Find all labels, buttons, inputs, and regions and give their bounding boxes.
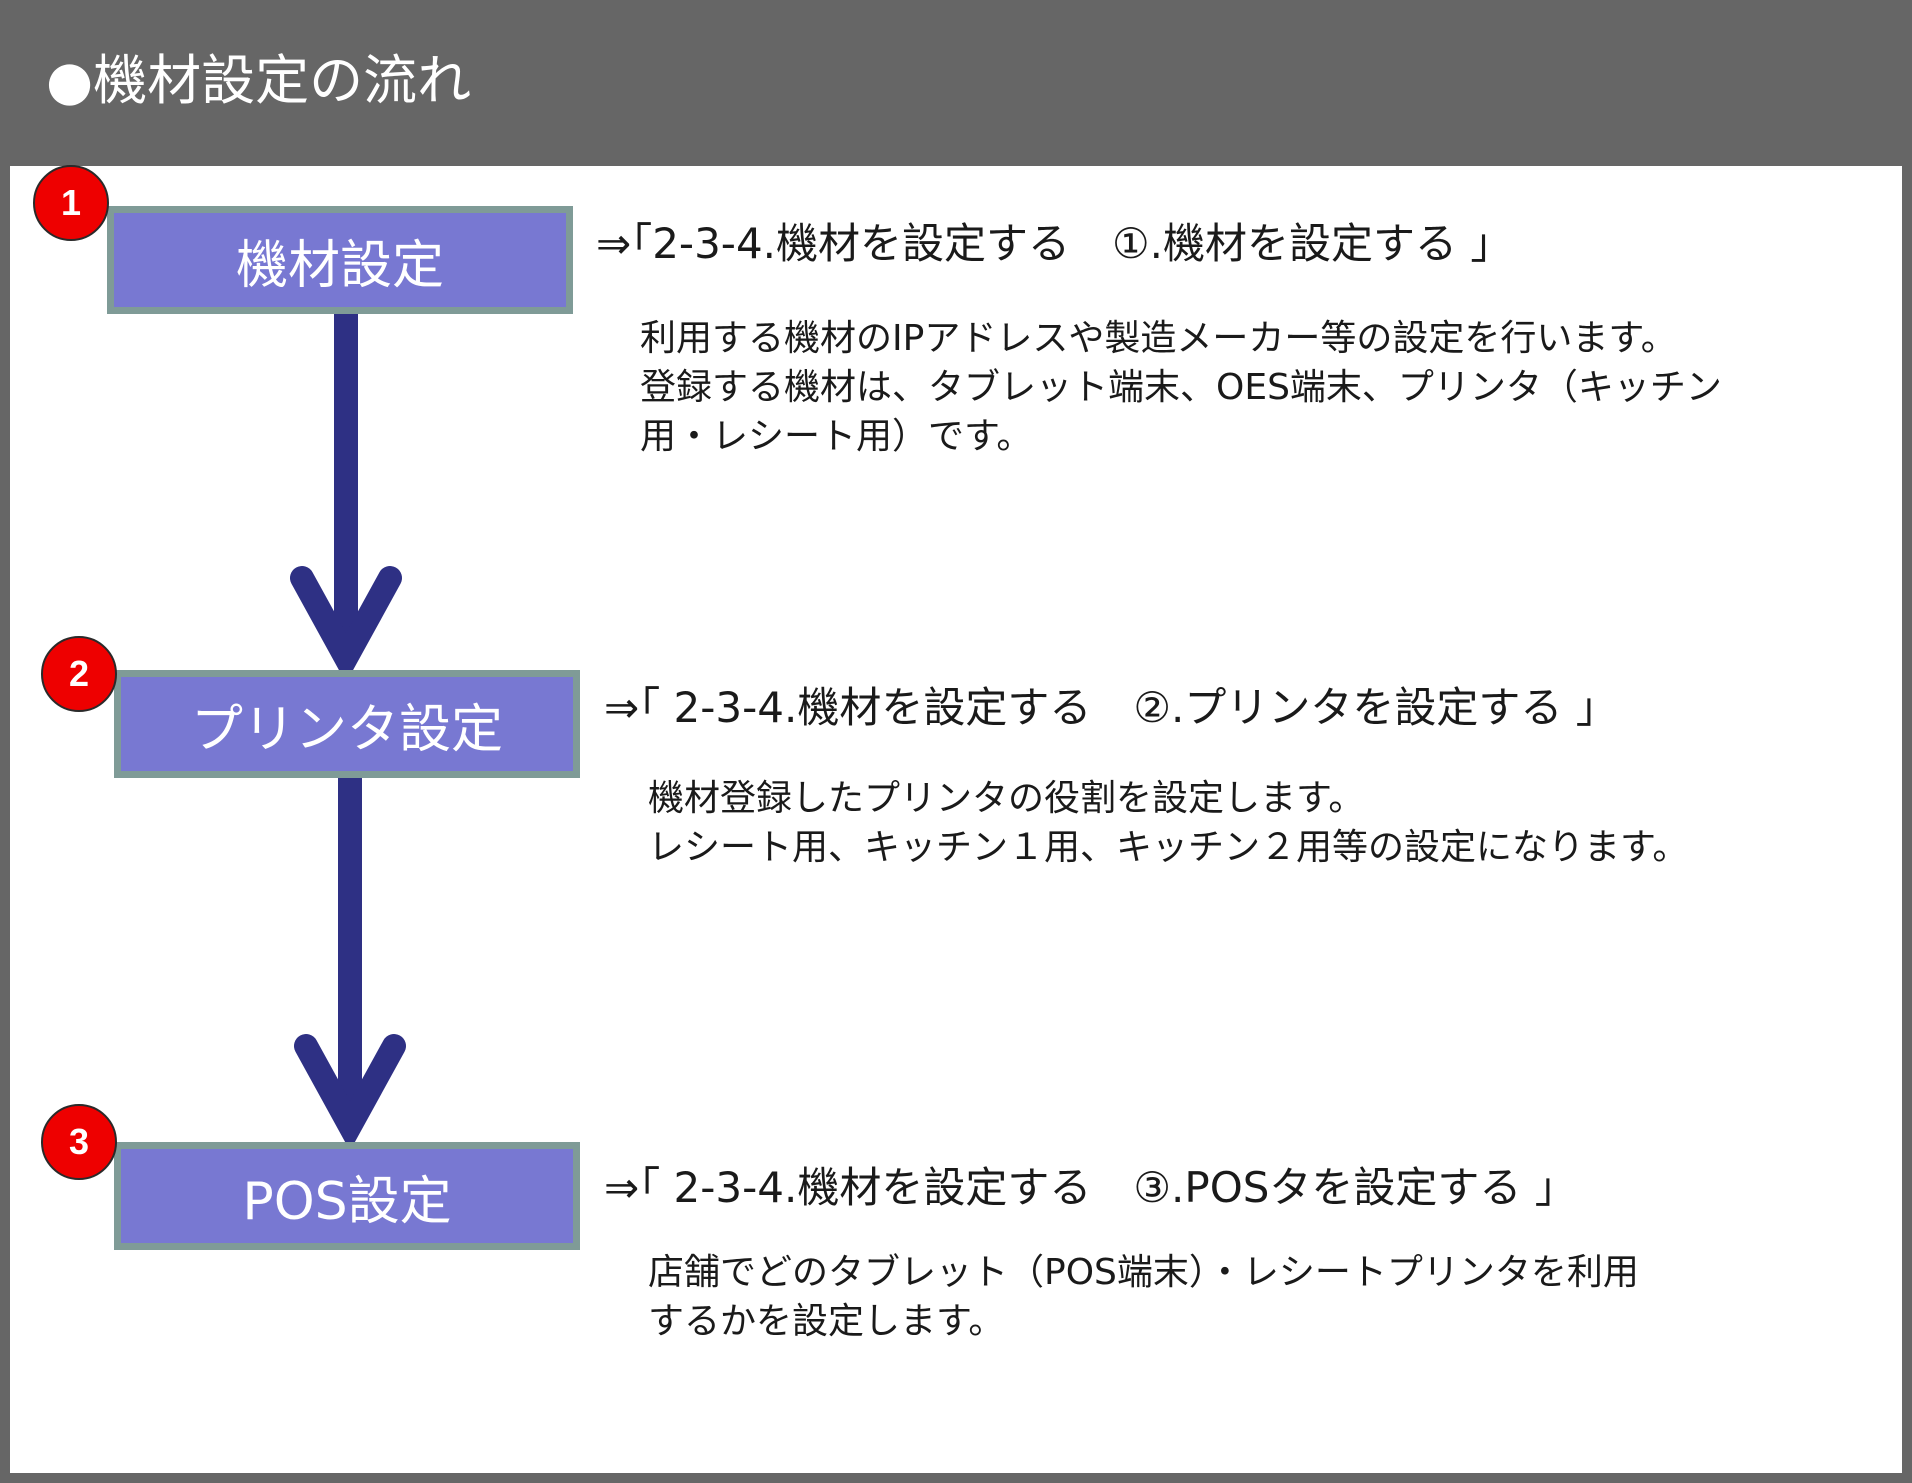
step-box-printer-settings[interactable]: プリンタ設定 [114,670,580,778]
page-title: ●機材設定の流れ [46,49,472,112]
step-description: 店舗でどのタブレット（POS端末）・レシートプリンタを利用 するかを設定します。 [648,1248,1639,1346]
content-area [10,166,1902,1473]
description-line: 店舗でどのタブレット（POS端末）・レシートプリンタを利用 [648,1252,1639,1293]
description-line: 用・レシート用）です。 [640,416,1033,457]
description-line: 機材登録したプリンタの役割を設定します。 [648,778,1365,819]
arrow-2-to-3 [294,778,406,1151]
step-box-pos-settings[interactable]: POS設定 [114,1142,580,1250]
step-reference: ⇒｢2-3-4.機材を設定する ①.機材を設定する ｣ [596,219,1492,268]
arrow-head [290,566,402,683]
step-description: 機材登録したプリンタの役割を設定します。 レシート用、キッチン１用、キッチン２用… [648,774,1688,872]
step-reference: ⇒｢ 2-3-4.機材を設定する ③.POSタを設定する ｣ [604,1163,1556,1212]
arrow-1-to-2 [290,310,402,683]
step-number-badge: 1 [33,165,109,241]
step-box-machine-settings[interactable]: 機材設定 [107,206,573,314]
step-description: 利用する機材のIPアドレスや製造メーカー等の設定を行います。 登録する機材は、タ… [640,314,1722,461]
description-line: レシート用、キッチン１用、キッチン２用等の設定になります。 [648,827,1689,868]
step-number-badge: 2 [41,636,117,712]
arrow-head [294,1034,406,1151]
description-line: 利用する機材のIPアドレスや製造メーカー等の設定を行います。 [640,318,1677,359]
step-number-badge: 3 [41,1104,117,1180]
description-line: するかを設定します。 [648,1301,1005,1342]
description-line: 登録する機材は、タブレット端末、OES端末、プリンタ（キッチン [640,367,1722,408]
step-reference: ⇒｢ 2-3-4.機材を設定する ②.プリンタを設定する ｣ [604,683,1597,732]
